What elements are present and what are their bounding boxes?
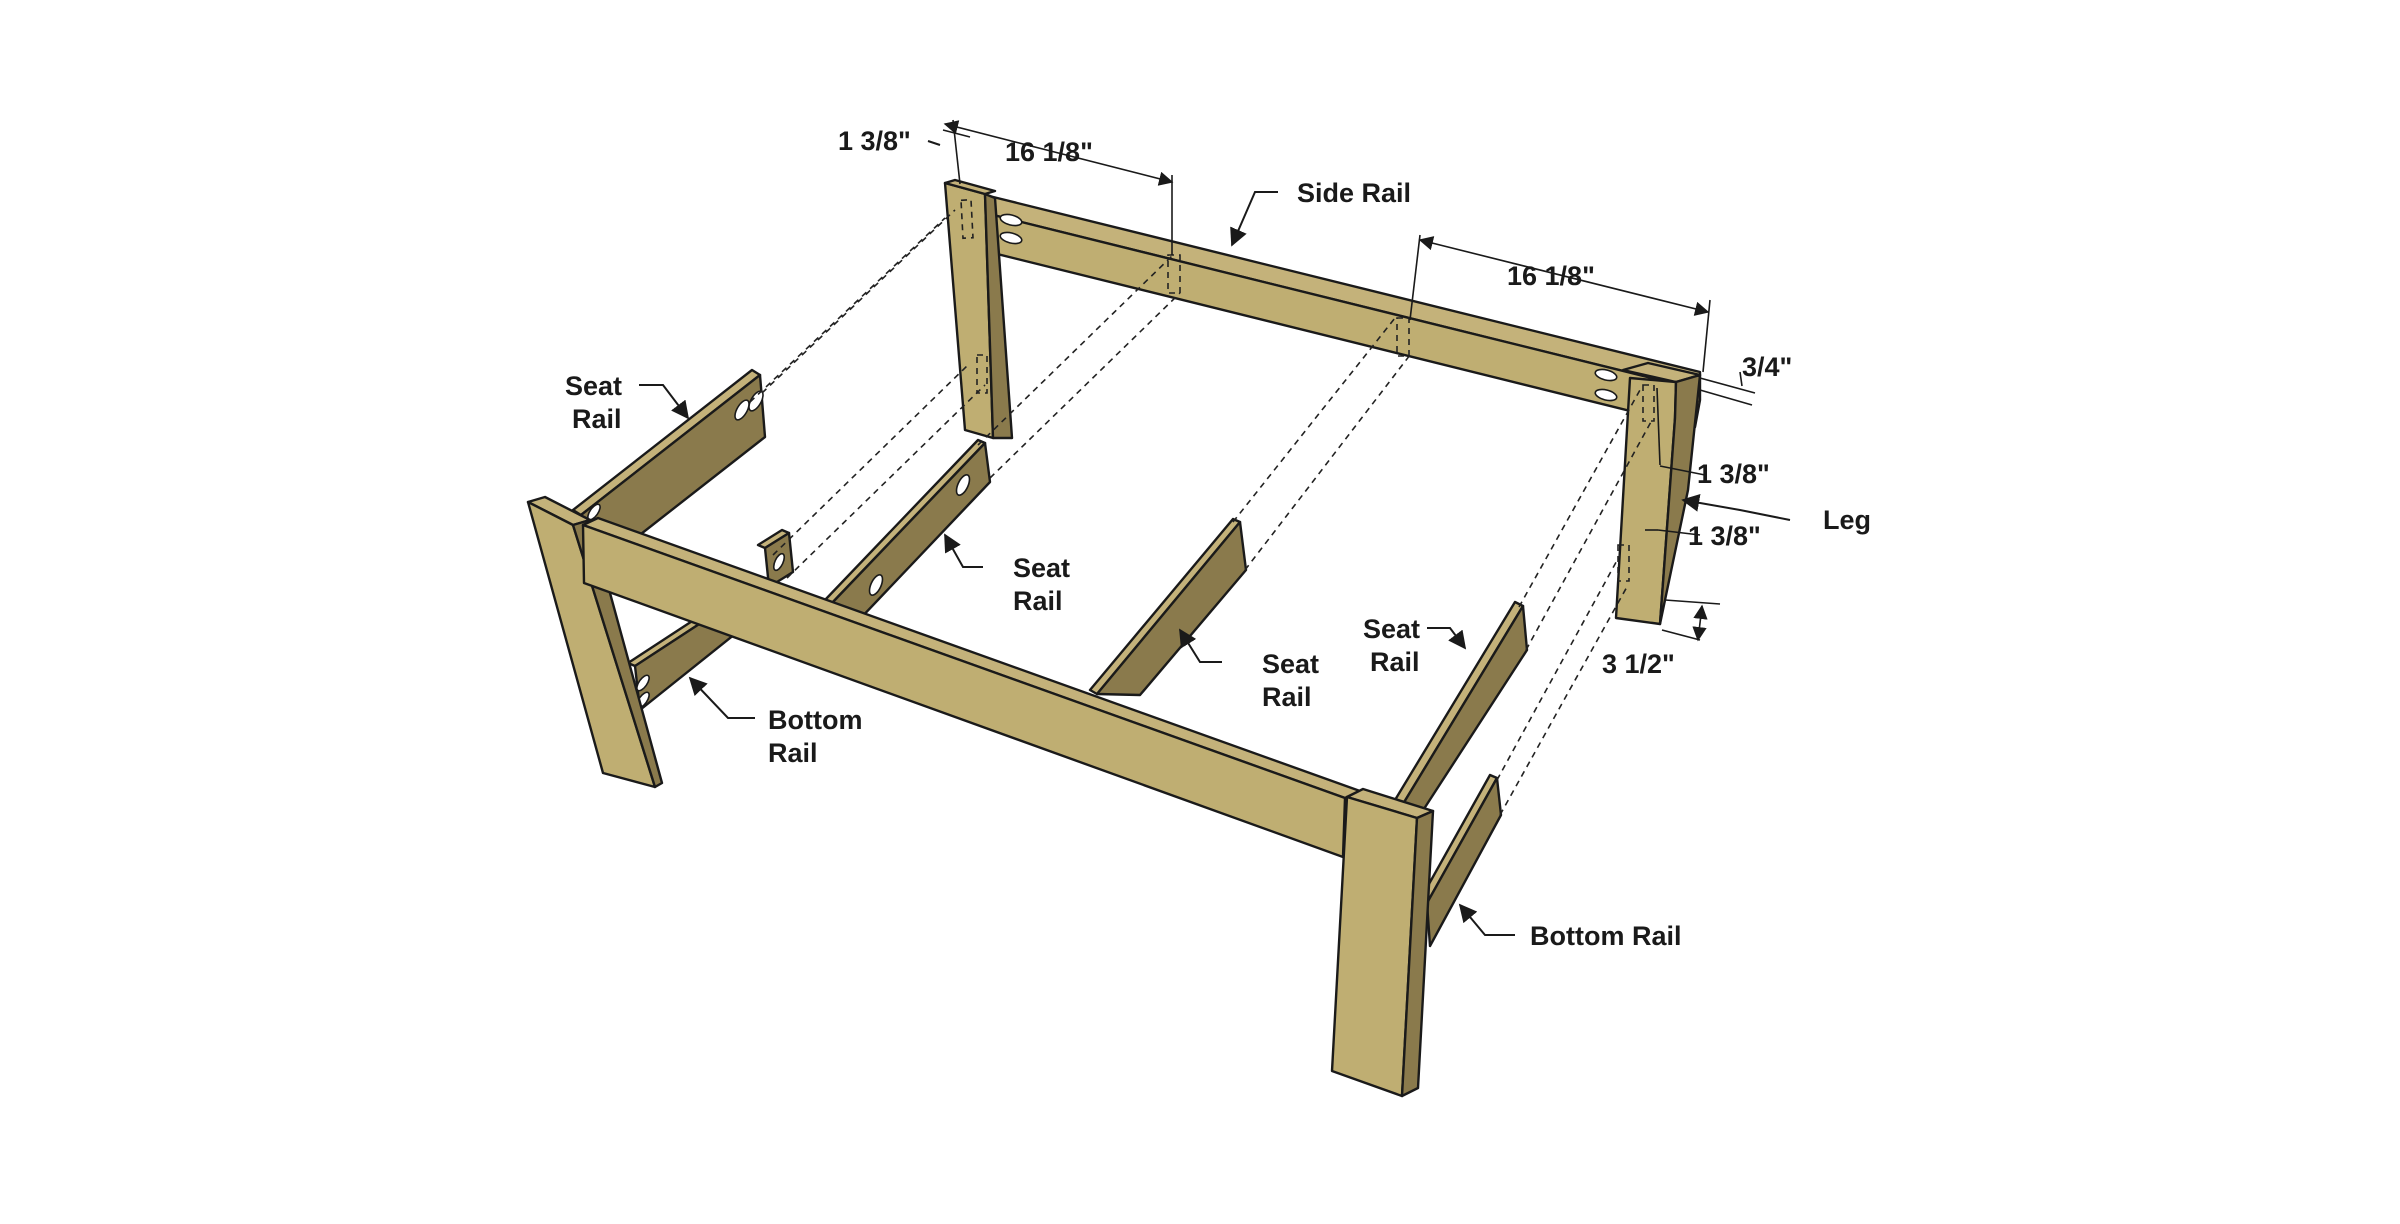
bottom-rail-left-label-2: Rail <box>768 738 818 768</box>
dim-label-3-4: 3/4" <box>1742 352 1792 382</box>
dim-label-1-3-8-top: 1 3/8" <box>838 126 911 156</box>
seat-rail-center-label-2: Rail <box>1262 682 1312 712</box>
back-left-leg <box>943 178 1014 440</box>
middle-rail-stub <box>756 528 795 589</box>
dim-label-16-1-8-left: 16 1/8" <box>1005 137 1093 167</box>
seat-rail-left-label-2: Rail <box>572 404 622 434</box>
right-bottom-rail <box>1418 773 1503 948</box>
seat-rail-right-label-2: Rail <box>1370 647 1420 677</box>
dim-label-1-3-8-a: 1 3/8" <box>1697 459 1770 489</box>
dimension-lines <box>927 119 1756 642</box>
left-seat-rail <box>571 368 767 579</box>
dim-label-1-3-8-b: 1 3/8" <box>1688 521 1761 551</box>
seat-rail-right-label-1: Seat <box>1363 614 1420 644</box>
assembly-guide-lines <box>749 209 1653 816</box>
bottom-rail-left-label-1: Bottom <box>768 705 862 735</box>
dim-label-16-1-8-right: 16 1/8" <box>1507 261 1595 291</box>
seat-rail-mid-label-1: Seat <box>1013 553 1070 583</box>
center-seat-rail <box>1088 517 1248 697</box>
labels: 1 3/8" 16 1/8" Side Rail 16 1/8" 3/4" 1 … <box>565 126 1871 951</box>
leader-lines <box>639 191 1791 936</box>
front-right-leg <box>1330 787 1435 1098</box>
back-side-rail <box>983 193 1702 429</box>
dim-label-3-1-2: 3 1/2" <box>1602 649 1675 679</box>
seat-rail-left-label-1: Seat <box>565 371 622 401</box>
leg-label: Leg <box>1823 505 1871 535</box>
seat-rail-center-label-1: Seat <box>1262 649 1319 679</box>
bottom-rail-right-label: Bottom Rail <box>1530 921 1682 951</box>
side-rail-label: Side Rail <box>1297 178 1411 208</box>
back-right-leg <box>1614 361 1702 626</box>
seat-rail-mid-label-2: Rail <box>1013 586 1063 616</box>
